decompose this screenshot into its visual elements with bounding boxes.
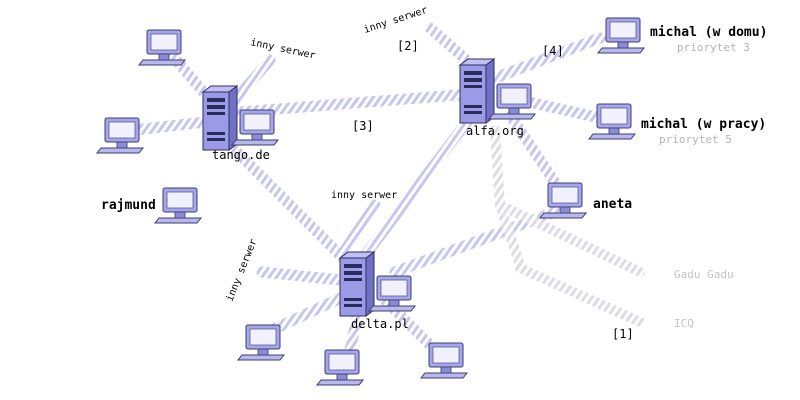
server-delta-icon	[339, 251, 375, 317]
link-tango-delta	[219, 134, 351, 266]
user-label-rajmund: rajmund	[101, 198, 156, 213]
computer-icon-bottom-mid	[316, 349, 364, 386]
priority-label-michal-home: priorytet 3	[677, 41, 750, 54]
link-alfa-gateway	[490, 125, 505, 210]
server-alfa-icon	[459, 58, 495, 124]
link-gateway-gadu	[495, 200, 645, 277]
computer-icon-rajmund	[154, 187, 202, 224]
other-server-label-delta: inny serwer	[331, 190, 398, 201]
link-alfa-michal-home	[489, 32, 606, 84]
server-tango-icon	[202, 85, 238, 151]
user-label-michal-home: michal (w domu)	[650, 25, 768, 40]
protocol-label-gadu: Gadu Gadu	[674, 268, 734, 281]
link-tango-pc-left	[129, 116, 211, 136]
link-alfa-michal-work	[514, 94, 606, 124]
computer-icon-alfa	[488, 83, 536, 120]
user-label-aneta: aneta	[593, 197, 633, 212]
link-alfa-delta	[354, 112, 476, 268]
link-icq	[515, 263, 645, 327]
protocol-label-icq: ICQ	[674, 317, 694, 330]
link-number-4: [4]	[542, 44, 564, 58]
server-label-alfa: alfa.org	[466, 124, 524, 138]
computer-icon-top-left	[138, 29, 186, 66]
link-number-2: [2]	[397, 39, 419, 53]
link-delta-other	[339, 199, 381, 256]
link-tango-alfa	[234, 88, 476, 118]
server-label-delta: delta.pl	[351, 317, 409, 331]
computer-icon-bottom-left	[237, 324, 285, 361]
other-server-label-left: inny serwer	[225, 238, 260, 304]
link-number-1: [1]	[612, 327, 634, 341]
user-label-michal-work: michal (w pracy)	[641, 117, 767, 132]
link-delta-pc-bl	[266, 290, 351, 336]
server-label-tango: tango.de	[212, 148, 270, 162]
link-tango-other	[229, 54, 276, 106]
link-delta-other-left	[256, 266, 346, 286]
links	[129, 22, 645, 356]
computer-icon-aneta	[539, 182, 587, 219]
link-number-3: [3]	[352, 119, 374, 133]
other-server-label-alfa: inny serwer	[363, 5, 429, 36]
computer-icon-michal-home	[597, 17, 645, 54]
link-gateway-icq	[495, 200, 525, 270]
other-server-label-top: inny serwer	[249, 37, 316, 62]
computer-icon-left	[96, 117, 144, 154]
computer-icon-delta	[368, 275, 416, 312]
priority-label-michal-work: priorytet 5	[659, 133, 732, 146]
link-alfa-aneta	[504, 109, 566, 196]
